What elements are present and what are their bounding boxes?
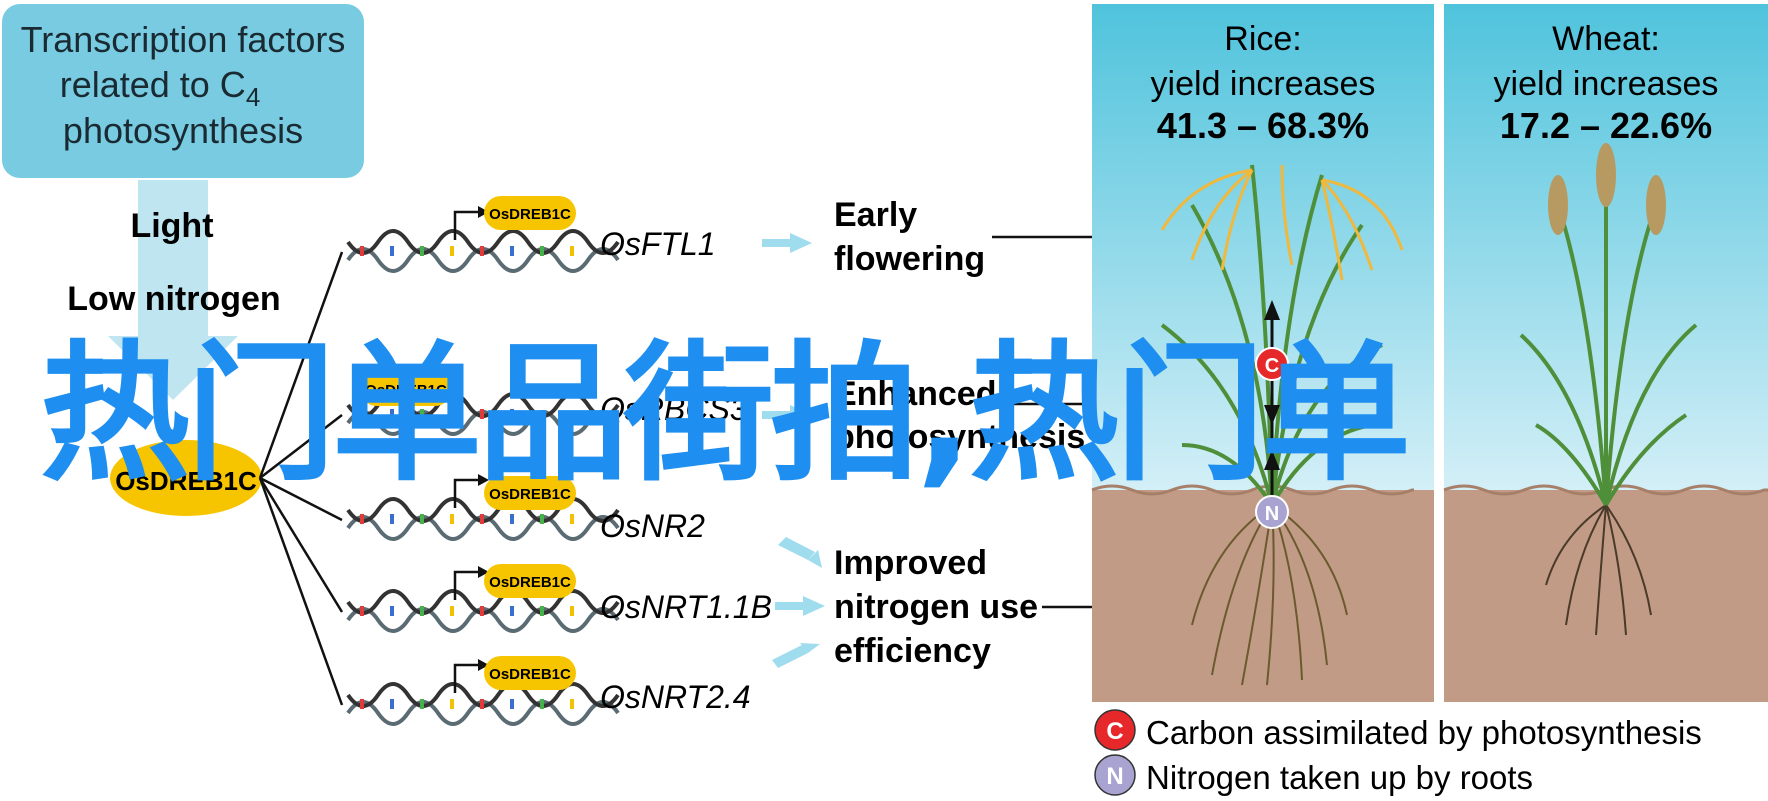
legend-carbon-badge — [1094, 709, 1136, 751]
legend-nitrogen-badge — [1094, 754, 1136, 796]
svg-text:OsDREB1C: OsDREB1C — [489, 486, 571, 503]
svg-text:OsDREB1C: OsDREB1C — [489, 206, 571, 223]
svg-text:N: N — [1106, 763, 1123, 790]
tf-hub-label: OsDREB1C — [115, 466, 257, 496]
gene-row-2: OsDREB1C OsRBCS3 — [346, 372, 748, 436]
outcome-n-2: nitrogen use — [834, 588, 1038, 626]
outcome-early-2: flowering — [834, 240, 985, 278]
gene-row-4: OsDREB1C OsNRT1.1B — [346, 564, 772, 633]
outcome-early-1: Early — [834, 196, 917, 234]
rice-panel — [1091, 4, 1434, 702]
header-line-2: related to C4 — [60, 64, 261, 112]
legend-carbon-label: Carbon assimilated by photosynthesis — [1146, 714, 1702, 751]
svg-text:OsDREB1C: OsDREB1C — [489, 574, 571, 591]
tf-hub — [110, 440, 262, 516]
condition-light: Light — [130, 207, 213, 245]
wheat-plant — [1519, 143, 1698, 636]
outcome-photo-2: photosynthesis — [834, 418, 1085, 456]
svg-text:OsFTL1: OsFTL1 — [600, 226, 716, 262]
header-line-1: Transcription factors — [21, 19, 346, 60]
condition-arrow — [108, 180, 238, 400]
outcome-labels: Early flowering Enhanced photosynthesis … — [834, 196, 1085, 670]
outcome-n-3: efficiency — [834, 632, 991, 670]
svg-text:C: C — [1265, 355, 1279, 377]
outcome-n-1: Improved — [834, 544, 987, 582]
svg-text:OsNR2: OsNR2 — [600, 508, 705, 544]
legend-nitrogen-label: Nitrogen taken up by roots — [1146, 759, 1533, 796]
gene-row-5: OsDREB1C OsNRT2.4 — [346, 656, 751, 726]
outcome-photo-1: Enhanced — [834, 375, 996, 413]
header-line-3: photosynthesis — [63, 110, 303, 151]
gene-row-1: OsDREB1C OsFTL1 — [346, 196, 716, 273]
svg-text:OsNRT1.1B: OsNRT1.1B — [600, 589, 772, 625]
rice-title: Rice: — [1224, 20, 1301, 58]
nitrogen-badge-rice — [1255, 495, 1289, 529]
fan-lines — [258, 251, 344, 706]
outcome-arrows — [762, 233, 825, 668]
wheat-subtitle: yield increases — [1494, 65, 1719, 103]
svg-text:OsNRT2.4: OsNRT2.4 — [600, 679, 751, 715]
svg-text:OsRBCS3: OsRBCS3 — [600, 391, 748, 427]
svg-text:OsDREB1C: OsDREB1C — [365, 382, 447, 399]
wheat-title: Wheat: — [1552, 20, 1660, 58]
svg-text:C: C — [1106, 718, 1123, 745]
carbon-badge-rice — [1255, 347, 1289, 381]
header-box — [2, 4, 364, 178]
wheat-range: 17.2 – 22.6% — [1500, 105, 1712, 146]
gene-row-3: OsDREB1C OsNR2 — [346, 474, 705, 544]
rice-range: 41.3 – 68.3% — [1157, 105, 1369, 146]
svg-text:N: N — [1265, 503, 1279, 525]
rice-subtitle: yield increases — [1151, 65, 1376, 103]
condition-low-nitrogen: Low nitrogen — [67, 280, 280, 318]
svg-text:OsDREB1C: OsDREB1C — [489, 666, 571, 683]
